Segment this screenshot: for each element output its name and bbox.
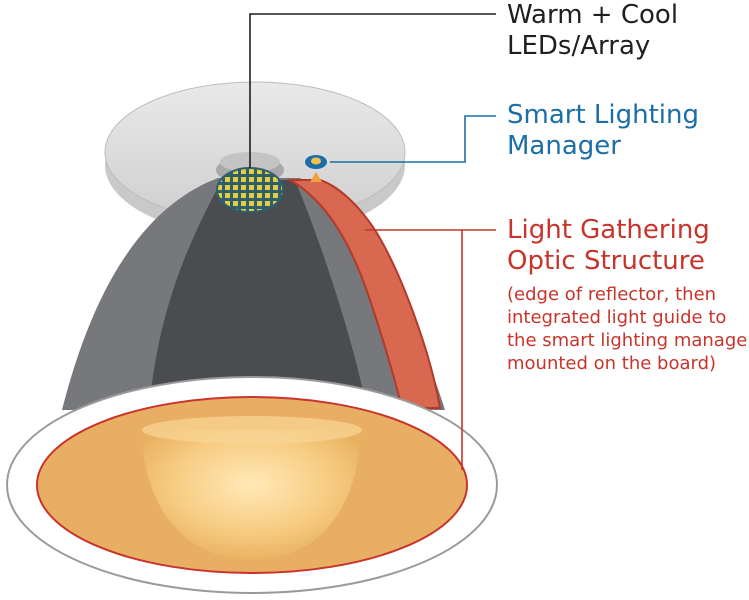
leader-line-leds: [249, 13, 496, 168]
callout-optic-note4: mounted on the board): [507, 352, 717, 374]
callout-leds-line2: LEDs/Array: [507, 30, 651, 61]
callout-manager-line2: Manager: [507, 130, 621, 161]
callout-smart-lighting-manager: Smart Lighting Manager: [507, 100, 699, 161]
reflector-glow: [142, 416, 362, 560]
callout-manager-line1: Smart Lighting: [507, 100, 700, 130]
callout-optic-note: (edge of reflector, then integrated ligh…: [507, 284, 749, 375]
callout-optic-note3: the smart lighting manager: [507, 329, 749, 351]
leader-line-manager: [330, 115, 496, 163]
callout-optic-title2: Optic Structure: [507, 245, 705, 276]
sensor-dot-icon: [305, 155, 327, 169]
callout-optic-title1: Light Gathering: [507, 215, 710, 245]
leader-line-optic: [365, 229, 496, 470]
callout-leds-line1: Warm + Cool: [507, 0, 679, 30]
callout-optic-note2: integrated light guide to: [507, 306, 727, 328]
callout-optic-note1: (edge of reflector, then: [507, 284, 717, 305]
callout-leds-array: Warm + Cool LEDs/Array: [507, 0, 678, 61]
callout-optic-structure: Light Gathering Optic Structure: [507, 215, 710, 276]
led-grid-icon: [216, 167, 284, 213]
